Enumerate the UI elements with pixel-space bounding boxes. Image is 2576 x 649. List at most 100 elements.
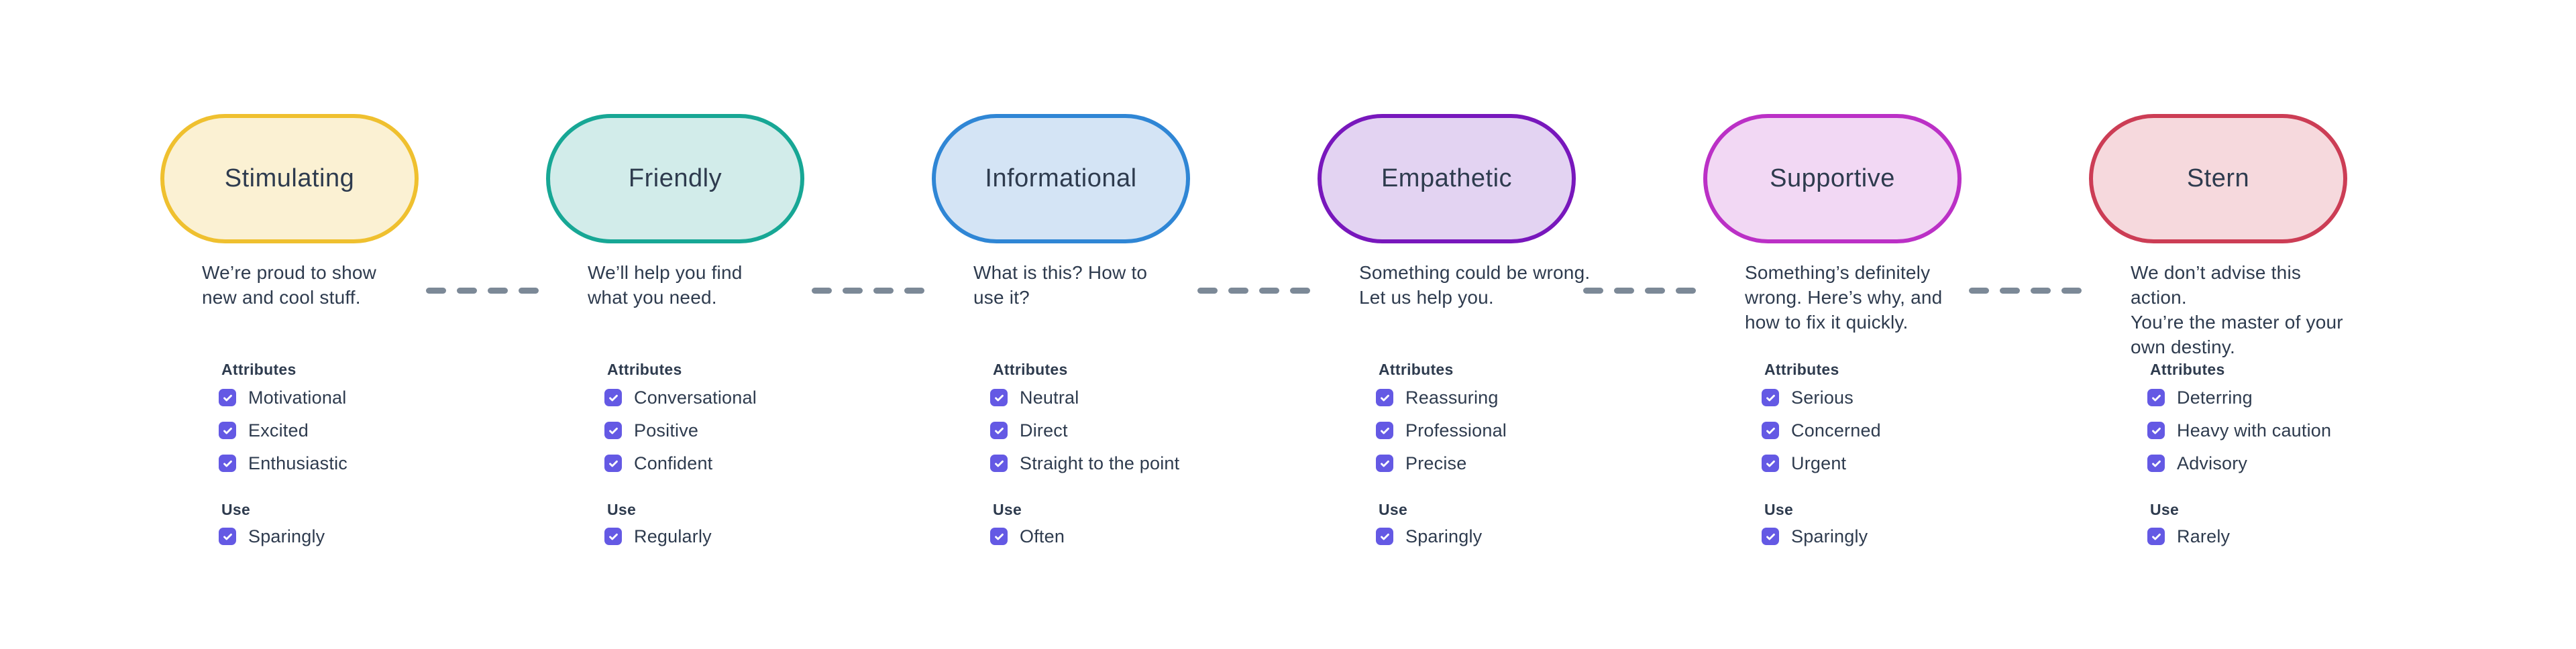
use-rows: Sparingly (219, 526, 325, 546)
attributes-section: Attributes Conversational Positive Confi… (604, 359, 757, 487)
connector-dash (873, 288, 894, 294)
connector-dash (2061, 288, 2082, 294)
checkbox-checked-icon[interactable] (990, 389, 1008, 406)
checkbox-label: Motivational (248, 387, 347, 408)
connector-dash (1228, 288, 1248, 294)
attributes-heading: Attributes (607, 361, 682, 378)
use-section: Use Regularly (604, 499, 712, 560)
tone-column-stern: Stern We don’t advise this action. You’r… (2089, 114, 2347, 556)
tone-description: Something’s definitely wrong. Here’s why… (1745, 262, 1943, 333)
checkbox-label: Advisory (2177, 453, 2248, 473)
use-heading: Use (993, 501, 1022, 518)
checkbox-label: Rarely (2177, 526, 2231, 546)
checkbox-row[interactable]: Sparingly (1376, 526, 1483, 546)
attributes-rows: Conversational Positive Confident (604, 387, 757, 473)
checkbox-checked-icon[interactable] (1762, 422, 1779, 439)
tone-columns: Stimulating We’re proud to show new and … (160, 114, 2475, 556)
checkbox-checked-icon[interactable] (990, 455, 1008, 472)
checkbox-checked-icon[interactable] (604, 389, 622, 406)
checkbox-row[interactable]: Heavy with caution (2147, 420, 2332, 440)
checkbox-row[interactable]: Conversational (604, 387, 757, 408)
checkbox-label: Positive (634, 420, 699, 440)
checkbox-row[interactable]: Often (990, 526, 1065, 546)
attributes-rows: Serious Concerned Urgent (1762, 387, 1881, 473)
dashed-connector (1969, 288, 2082, 294)
checkbox-checked-icon[interactable] (604, 528, 622, 545)
use-heading: Use (1764, 501, 1794, 518)
use-heading: Use (1379, 501, 1408, 518)
connector-dash (2000, 288, 2020, 294)
connector-dash (1290, 288, 1310, 294)
checkbox-row[interactable]: Deterring (2147, 387, 2331, 408)
checkbox-row[interactable]: Rarely (2147, 526, 2231, 546)
checkbox-checked-icon[interactable] (2147, 528, 2165, 545)
attributes-heading: Attributes (221, 361, 297, 378)
connector-dash (1645, 288, 1665, 294)
tone-name: Supportive (1770, 164, 1895, 192)
connector-dash (457, 288, 477, 294)
connector-dash (1676, 288, 1696, 294)
checkbox-label: Reassuring (1405, 387, 1499, 408)
connector-dash (2031, 288, 2051, 294)
checkbox-row[interactable]: Excited (219, 420, 347, 440)
checkbox-checked-icon[interactable] (2147, 455, 2165, 472)
use-heading: Use (221, 501, 251, 518)
tone-name: Empathetic (1381, 164, 1513, 192)
attributes-rows: Deterring Heavy with caution Advisory (2147, 387, 2332, 473)
checkbox-checked-icon[interactable] (990, 528, 1008, 545)
checkbox-row[interactable]: Urgent (1762, 453, 1881, 473)
checkbox-checked-icon[interactable] (1762, 455, 1779, 472)
checkbox-checked-icon[interactable] (990, 422, 1008, 439)
checkbox-row[interactable]: Positive (604, 420, 757, 440)
checkbox-checked-icon[interactable] (604, 455, 622, 472)
checkbox-checked-icon[interactable] (2147, 389, 2165, 406)
checkbox-row[interactable]: Sparingly (219, 526, 325, 546)
checkbox-row[interactable]: Straight to the point (990, 453, 1179, 473)
checkbox-checked-icon[interactable] (1376, 528, 1393, 545)
checkbox-checked-icon[interactable] (1762, 389, 1779, 406)
attributes-section: Attributes Serious Concerned Urgent (1762, 359, 1881, 487)
checkbox-checked-icon[interactable] (1376, 422, 1393, 439)
checkbox-checked-icon[interactable] (219, 455, 236, 472)
checkbox-row[interactable]: Regularly (604, 526, 712, 546)
attributes-rows: Neutral Direct Straight to the point (990, 388, 1179, 473)
checkbox-label: Professional (1405, 420, 1507, 440)
checkbox-checked-icon[interactable] (2147, 422, 2165, 439)
checkbox-label: Deterring (2177, 387, 2253, 408)
attributes-section: Attributes Neutral Direct Straight to th… (990, 359, 1179, 487)
checkbox-row[interactable]: Advisory (2147, 453, 2331, 473)
checkbox-row[interactable]: Professional (1376, 420, 1507, 440)
checkbox-checked-icon[interactable] (219, 422, 236, 439)
checkbox-row[interactable]: Precise (1376, 453, 1507, 473)
checkbox-checked-icon[interactable] (1376, 389, 1393, 406)
checkbox-row[interactable]: Concerned (1762, 420, 1881, 440)
checkbox-label: Conversational (634, 387, 757, 408)
checkbox-label: Sparingly (1405, 526, 1483, 546)
checkbox-checked-icon[interactable] (219, 528, 236, 545)
checkbox-row[interactable]: Sparingly (1762, 526, 1868, 546)
checkbox-row[interactable]: Reassuring (1376, 387, 1507, 408)
checkbox-label: Heavy with caution (2177, 420, 2332, 440)
checkbox-label: Serious (1791, 387, 1854, 408)
connector-dash (488, 288, 508, 294)
checkbox-row[interactable]: Confident (604, 453, 757, 473)
use-section: Use Often (990, 499, 1065, 560)
tone-name: Stern (2186, 164, 2250, 192)
checkbox-row[interactable]: Direct (990, 420, 1179, 440)
checkbox-checked-icon[interactable] (219, 389, 236, 406)
checkbox-checked-icon[interactable] (1762, 528, 1779, 545)
tone-pill-stimulating: Stimulating (160, 114, 419, 243)
tone-pill-friendly: Friendly (546, 114, 804, 243)
checkbox-row[interactable]: Neutral (990, 388, 1179, 408)
checkbox-row[interactable]: Motivational (219, 387, 347, 408)
checkbox-row[interactable]: Serious (1762, 387, 1881, 408)
attributes-section: Attributes Deterring Heavy with caution … (2147, 359, 2331, 487)
checkbox-checked-icon[interactable] (604, 422, 622, 439)
attributes-heading: Attributes (1764, 361, 1839, 378)
checkbox-checked-icon[interactable] (1376, 455, 1393, 472)
checkbox-row[interactable]: Enthusiastic (219, 453, 347, 473)
checkbox-label: Enthusiastic (248, 453, 347, 473)
checkbox-label: Often (1020, 526, 1065, 546)
attributes-rows: Motivational Excited Enthusiastic (219, 387, 347, 473)
